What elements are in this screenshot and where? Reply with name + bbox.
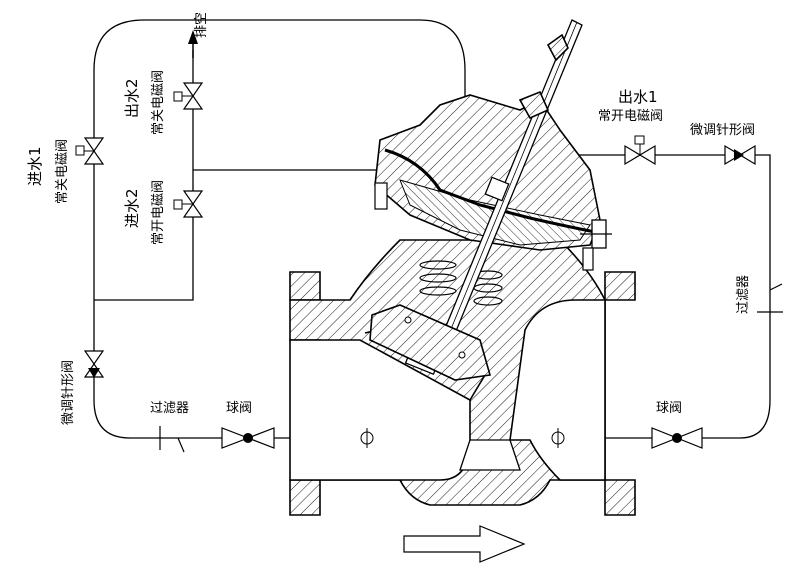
outlet2-solenoid-valve [173, 82, 204, 110]
outlet2-title: 出水2 [123, 78, 141, 118]
labels: 排空 进水1 常关电磁阀 出水2 常关电磁阀 进水2 常开电磁阀 出水1 常开电… [26, 12, 755, 425]
outlet1-subtitle: 常开电磁阀 [598, 109, 663, 124]
inlet2-subtitle: 常开电磁阀 [151, 180, 166, 245]
right-needle-valve-label: 微调针形阀 [690, 123, 755, 138]
left-needle-valve [83, 350, 105, 378]
right-ball-valve [651, 427, 703, 449]
vent-label: 排空 [194, 12, 209, 38]
left-ball-valve [221, 427, 275, 449]
valve-stem [369, 19, 583, 381]
outlet1-title: 出水1 [618, 88, 658, 106]
right-filter-label: 过滤器 [736, 275, 751, 314]
right-filter [757, 283, 783, 313]
outlet1-solenoid-valve [624, 135, 656, 166]
left-ball-valve-label: 球阀 [226, 401, 252, 416]
inlet1-solenoid-valve [75, 137, 105, 165]
left-filter-label: 过滤器 [150, 401, 189, 416]
inlet1-title: 进水1 [26, 146, 44, 186]
inlet2-solenoid-valve [173, 190, 204, 218]
left-filter [159, 426, 185, 453]
vent-up-arrow [188, 30, 198, 58]
right-ball-valve-label: 球阀 [656, 401, 682, 416]
left-needle-valve-label: 微调针形阀 [61, 360, 76, 425]
inlet2-title: 进水2 [123, 188, 141, 228]
outlet2-subtitle: 常关电磁阀 [151, 70, 166, 135]
left-pilot-piping [93, 19, 466, 439]
flow-direction-arrow [403, 525, 526, 563]
inlet1-subtitle: 常关电磁阀 [55, 139, 70, 204]
right-pilot-piping [560, 154, 771, 439]
right-needle-valve [724, 144, 756, 166]
